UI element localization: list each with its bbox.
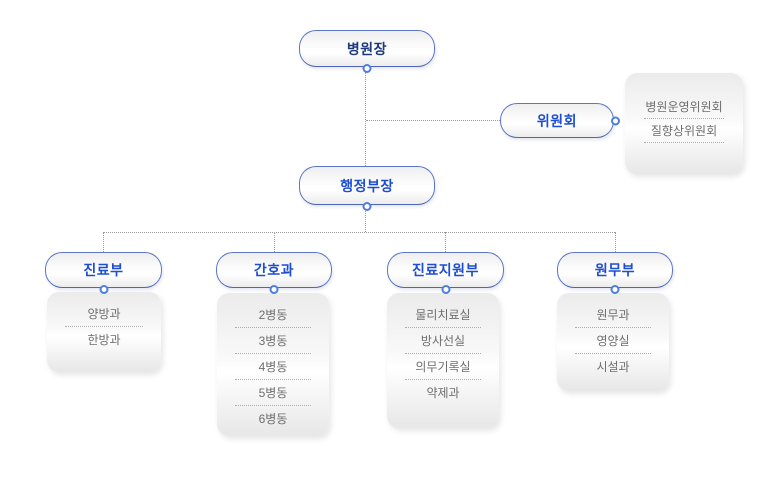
connector-to-committee — [366, 120, 500, 121]
connector-root-to-admin — [365, 72, 366, 166]
connector-dot — [441, 285, 450, 294]
committee-list: 병원운영위원회 질향상위원회 — [625, 73, 743, 174]
list-item: 4병동 — [217, 354, 329, 380]
node-medical-dept-label: 진료부 — [83, 262, 124, 278]
node-hospital-director: 병원장 — [299, 30, 435, 73]
list-item: 질향상위원회 — [625, 119, 743, 143]
list-item: 3병동 — [217, 328, 329, 354]
connector-dot — [610, 285, 620, 294]
support-dept-list: 물리치료실 방사선실 의무기록실 약제과 — [387, 293, 499, 428]
list-item: 한방과 — [87, 333, 121, 347]
connector-admin-to-rail — [365, 211, 366, 232]
connector-department-rail — [103, 232, 615, 233]
node-support-dept-label: 진료지원부 — [412, 262, 479, 278]
node-affairs-dept: 원무부 — [557, 252, 673, 294]
list-item: 원무과 — [557, 302, 669, 328]
connector-drop-affairs-dept — [615, 232, 616, 252]
connector-dot — [362, 202, 372, 211]
connector-drop-support-dept — [445, 232, 446, 252]
list-item: 시설과 — [596, 360, 630, 374]
list-item: 양방과 — [47, 301, 161, 327]
node-support-dept: 진료지원부 — [387, 252, 504, 294]
connector-dot — [611, 116, 620, 125]
list-item: 2병동 — [217, 302, 329, 328]
connector-drop-nursing-dept — [274, 232, 275, 252]
connector-dot — [99, 285, 108, 294]
list-item: 방사선실 — [387, 328, 499, 354]
connector-dot — [269, 285, 279, 294]
node-hospital-director-label: 병원장 — [346, 40, 388, 57]
list-item: 의무기록실 — [387, 354, 499, 380]
node-nursing-dept-label: 간호과 — [253, 262, 295, 278]
affairs-dept-list: 원무과 영양실 시설과 — [557, 293, 669, 391]
node-committee: 위원회 — [500, 103, 620, 138]
connector-drop-medical-dept — [103, 232, 104, 252]
medical-dept-list: 양방과 한방과 — [47, 292, 161, 372]
list-item: 5병동 — [217, 380, 329, 406]
list-item: 영양실 — [557, 328, 669, 354]
node-medical-dept: 진료부 — [45, 252, 162, 294]
list-item: 6병동 — [258, 412, 288, 426]
list-item: 물리치료실 — [387, 302, 499, 328]
nursing-dept-list: 2병동 3병동 4병동 5병동 6병동 — [217, 293, 329, 436]
node-committee-label: 위원회 — [536, 112, 578, 129]
node-nursing-dept: 간호과 — [216, 252, 332, 294]
list-item: 병원운영위원회 — [625, 95, 743, 119]
node-affairs-dept-label: 원무부 — [594, 262, 636, 278]
list-item: 약제과 — [426, 386, 460, 400]
node-admin-director-label: 행정부장 — [340, 177, 394, 194]
connector-dot — [362, 64, 372, 73]
node-admin-director: 행정부장 — [299, 166, 435, 211]
